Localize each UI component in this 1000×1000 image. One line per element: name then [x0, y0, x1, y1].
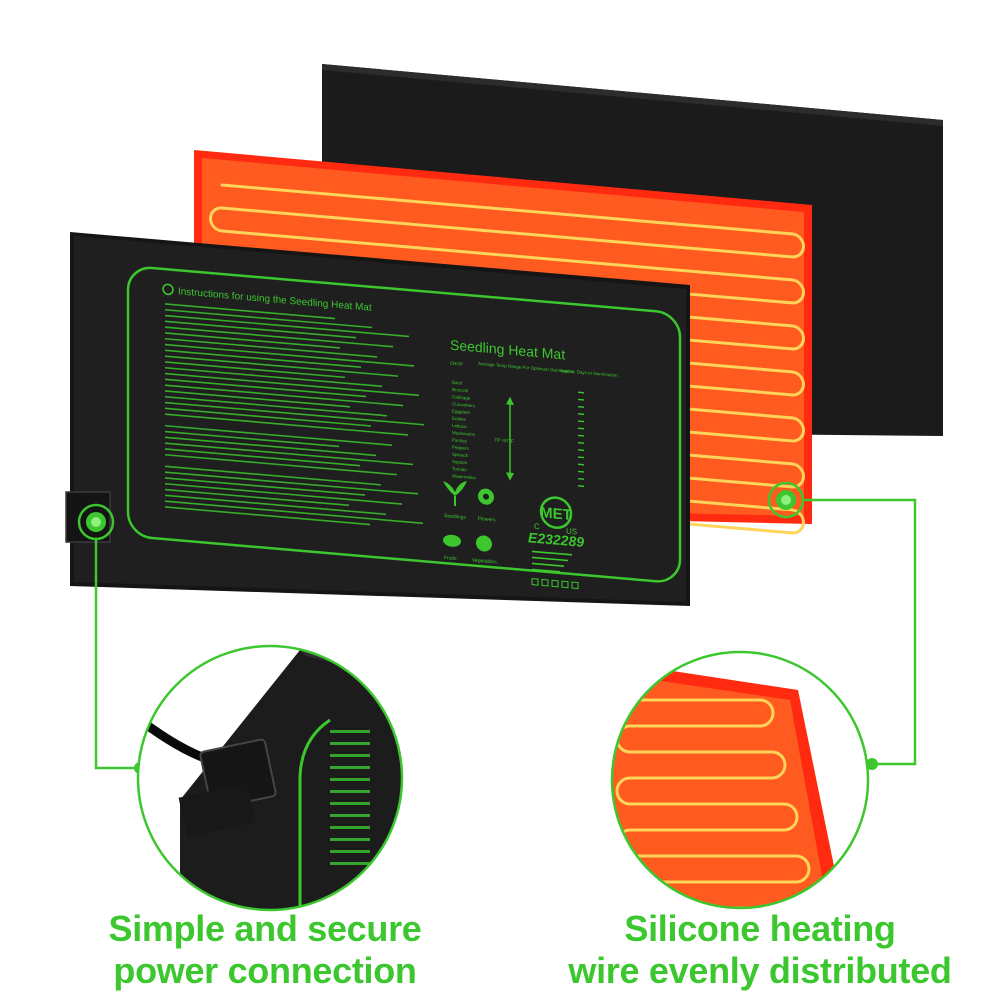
rating-small-print [531, 550, 579, 590]
caption-right-line2: wire evenly distributed [568, 950, 952, 991]
label-flowers: Flowers [478, 516, 496, 524]
days-header: Approx. Days to Germination [560, 368, 618, 378]
caption-right-line1: Silicone heating [624, 908, 896, 949]
callout-right [767, 481, 917, 770]
crop-item: Endive [452, 416, 466, 422]
crop-item: Basil [452, 380, 462, 386]
svg-text:MET: MET [540, 504, 572, 524]
crop-item: Cucumbers [452, 401, 476, 408]
label-vegetables: Vegetables [472, 557, 497, 565]
crop-item: Lettuce [452, 423, 467, 429]
svg-text:C: C [534, 522, 540, 531]
caption-power-connection: Simple and secure power connection [60, 908, 470, 992]
caption-left-line1: Simple and secure [108, 908, 422, 949]
crop-item: Squash [452, 459, 468, 465]
met-certification-seal: MET C US [534, 496, 577, 537]
svg-text:US: US [566, 527, 577, 537]
crop-item: Cabbage [452, 394, 471, 401]
crop-item: Muskmelon [452, 430, 475, 437]
crop-item: Watermelon [452, 473, 477, 480]
crop-item: Peppers [452, 445, 469, 451]
callout-left [77, 503, 146, 774]
front-mat: Instructions for using the Seedling Heat… [65, 232, 690, 606]
crop-item: Broccoli [452, 387, 468, 393]
crop-item: Parsley [452, 437, 468, 443]
crop-list: BasilBroccoliCabbageCucumbersEggplantEnd… [452, 380, 584, 488]
crop-header: CROP [450, 361, 463, 367]
temp-range: 70°-97°F [494, 437, 514, 445]
caption-left-line2: power connection [113, 950, 417, 991]
caption-heating-wire: Silicone heating wire evenly distributed [540, 908, 980, 992]
flowers-icon [478, 488, 494, 505]
zoom-heating-wire-closeup [610, 650, 870, 910]
seedlings-icon [443, 480, 467, 507]
fruits-icon [443, 534, 461, 547]
crop-item: Eggplant [452, 409, 470, 416]
label-fruits: Fruits [444, 555, 457, 562]
crop-item: Tomato [452, 466, 467, 472]
label-seedlings: Seedlings [444, 513, 466, 521]
zoom-connector-closeup [136, 644, 404, 912]
instructions-text-lines [165, 303, 424, 526]
vegetables-icon [476, 535, 492, 552]
crop-item: Spinach [452, 452, 469, 458]
cert-number: E232289 [528, 529, 584, 550]
